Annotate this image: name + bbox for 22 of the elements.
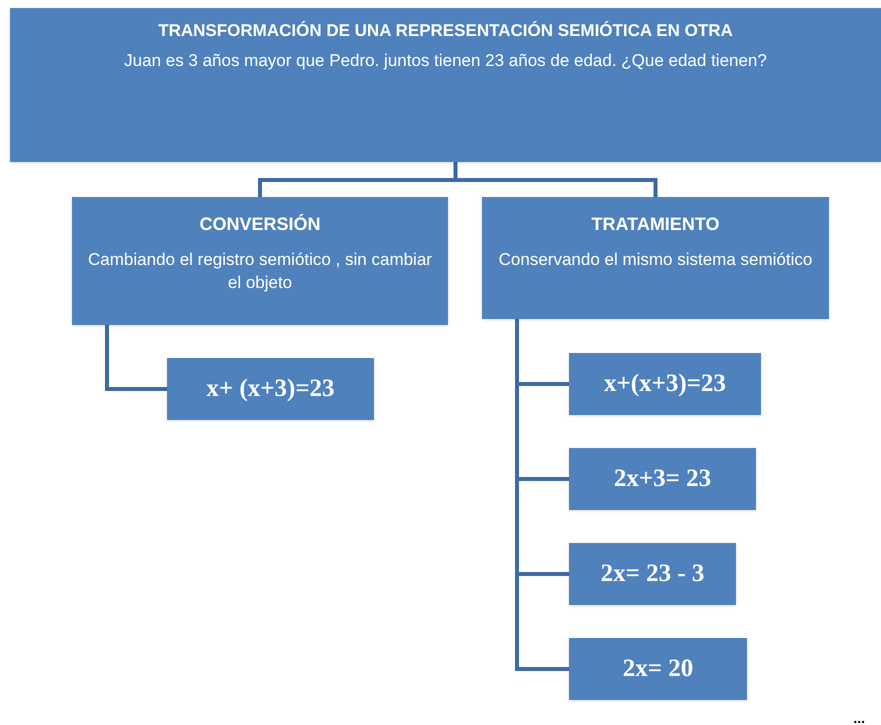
heading-text: CONVERSIÓN xyxy=(199,213,321,236)
equation-box xyxy=(569,543,736,605)
equation-text: x+ (x+3)=23 xyxy=(206,374,335,404)
equation-box xyxy=(569,638,747,700)
equation-box xyxy=(167,358,374,420)
category-box xyxy=(482,197,829,319)
equation-text: x+(x+3)=23 xyxy=(604,369,726,400)
equation-box xyxy=(569,448,756,510)
category-box xyxy=(72,197,448,325)
equation-text: 2x= 23 - 3 xyxy=(600,559,704,590)
heading-text: TRATAMIENTO xyxy=(592,213,720,236)
description-text: Cambiando el registro semiótico , sin cambiar el objeto xyxy=(87,248,433,294)
connector-line xyxy=(515,319,569,671)
equation-box xyxy=(569,353,761,415)
equation-text: 2x+3= 23 xyxy=(614,464,712,494)
header-box xyxy=(10,8,881,162)
description-text: Juan es 3 años mayor que Pedro. juntos tienen 23 años de edad. ¿Que edad tienen? xyxy=(124,50,767,72)
description-text: Conservando el mismo sistema semiótico xyxy=(498,248,812,270)
connector-line xyxy=(105,325,167,391)
equation-text: 2x= 20 xyxy=(622,654,694,684)
ellipsis-note: ... xyxy=(853,711,865,725)
heading-text: TRANSFORMACIÓN DE UNA REPRESENTACIÓN SEMIÓTICA EN OTRA xyxy=(158,20,733,42)
